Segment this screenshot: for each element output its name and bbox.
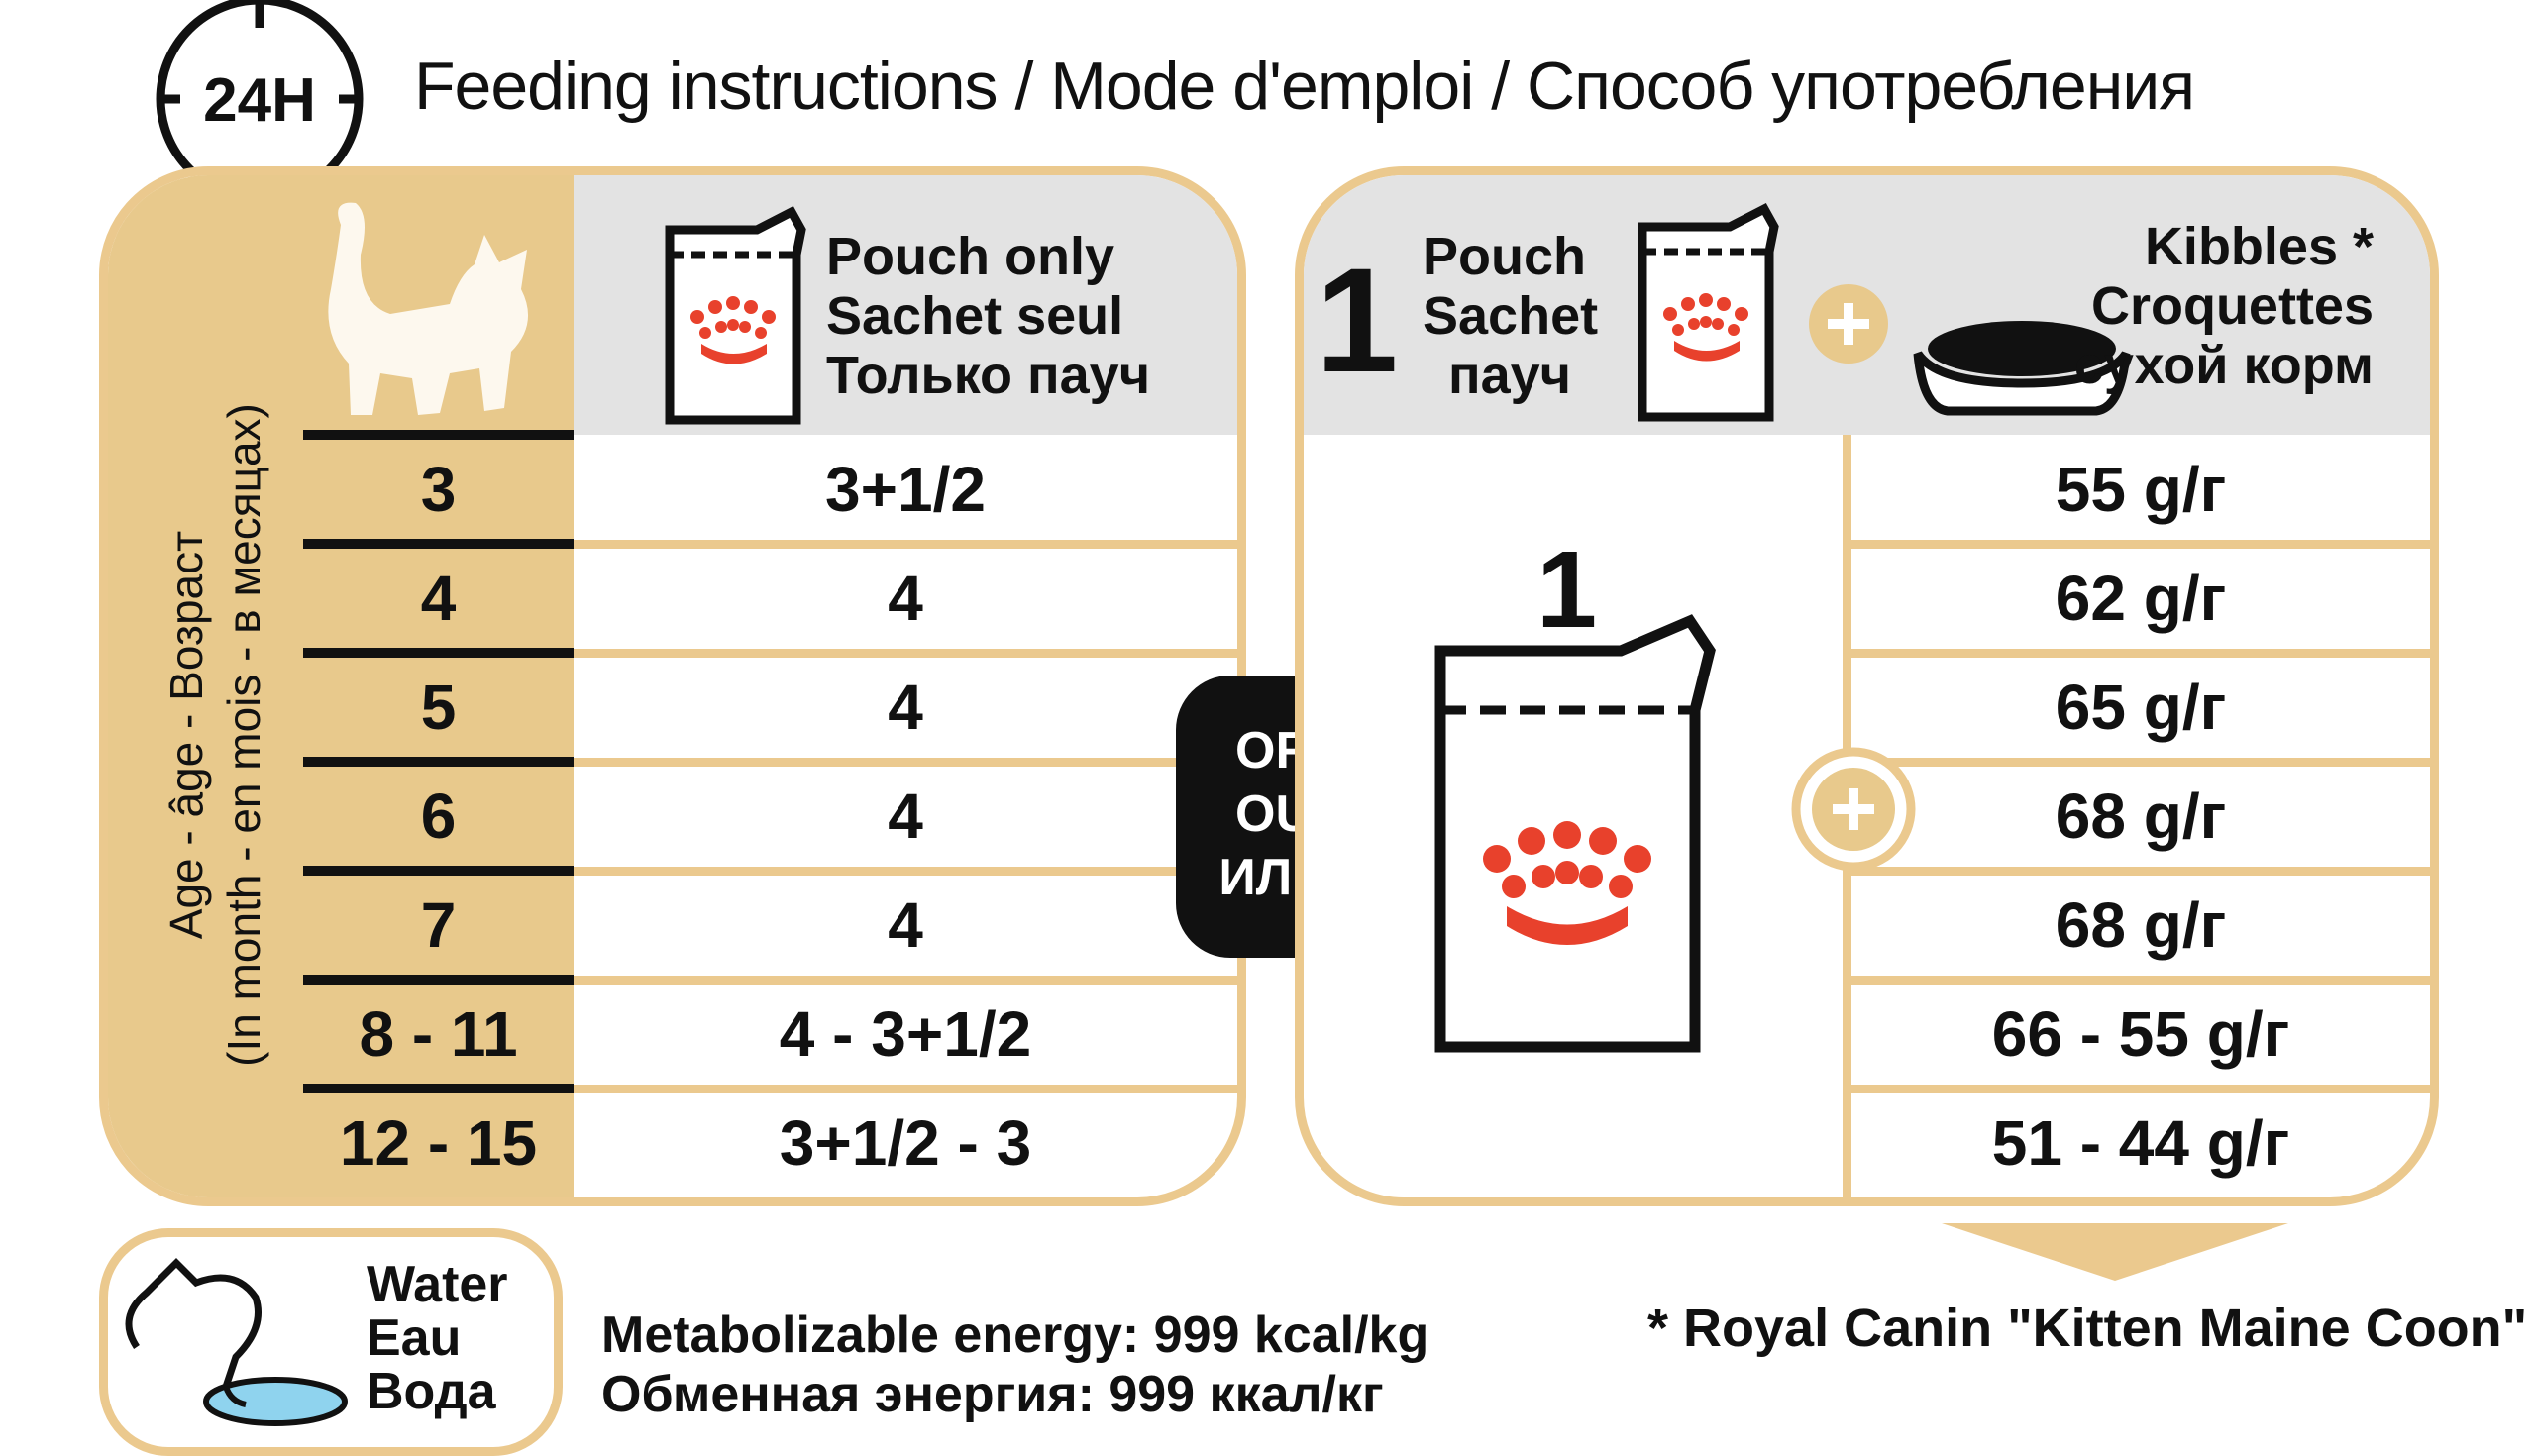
kitten-icon — [328, 202, 529, 415]
pouch-only-fr: Sachet seul — [826, 286, 1124, 346]
plus-icon — [1809, 284, 1888, 364]
pouch-cell: 3+1/2 — [825, 454, 986, 525]
pouch-plus-kibbles-panel: 1 Pouch Sachet пауч Kibbles * Croquettes… — [1295, 166, 2439, 1206]
row-separator — [303, 430, 574, 440]
age-axis-label-line-1: Age - âge - Возраст — [160, 530, 212, 940]
energy-en: Metabolizable energy: 999 kcal/kg — [601, 1306, 1429, 1364]
pouch-label-ru: пауч — [1447, 346, 1571, 405]
row-separator — [303, 1084, 574, 1093]
pouch-label-en: Pouch — [1423, 227, 1587, 286]
pouch-cell: 4 — [888, 889, 923, 961]
pouch-label: Pouch Sachet пауч — [1423, 227, 1599, 405]
kibbles-cell: 65 g/г — [2055, 672, 2227, 743]
energy-info: Metabolizable energy: 999 kcal/kg Обменн… — [601, 1305, 1428, 1424]
water-en: Water — [367, 1256, 508, 1313]
arrow-down-icon — [1942, 1223, 2288, 1281]
row-separator — [303, 866, 574, 876]
age-cell: 7 — [420, 889, 457, 961]
kibbles-cell: 66 - 55 g/г — [1991, 998, 2290, 1070]
crown-icon — [690, 296, 776, 364]
pouch-cell: 4 — [888, 780, 923, 852]
plus-icon — [1791, 747, 1916, 872]
pouch-cell: 4 - 3+1/2 — [779, 998, 1032, 1070]
age-cell: 3 — [420, 454, 457, 525]
row-separator — [574, 976, 1237, 985]
pouch-icon — [1434, 614, 1716, 1053]
clock-icon: 24H — [156, 0, 364, 188]
page-title: Feeding instructions / Mode d'emploi / С… — [414, 49, 2195, 124]
crown-icon — [1483, 821, 1651, 945]
pouch-only-header-text: Pouch only Sachet seul Только пауч — [826, 227, 1150, 405]
water-cat-icon — [125, 1258, 348, 1426]
row-separator — [1851, 976, 2430, 985]
row-separator — [574, 758, 1237, 767]
row-separator — [1851, 649, 2430, 658]
crown-icon — [1663, 293, 1748, 362]
age-cell: 6 — [420, 780, 457, 852]
energy-ru: Обменная энергия: 999 ккал/кг — [601, 1366, 1384, 1423]
bowl-icon — [1913, 321, 2131, 416]
kibbles-label-en: Kibbles * — [2144, 217, 2374, 276]
pouch-only-ru: Только пауч — [826, 346, 1151, 405]
age-cell: 5 — [420, 672, 457, 743]
big-pouch-count: 1 — [1536, 529, 1598, 651]
age-axis-label: Age - âge - Возраст (In month - en mois … — [158, 289, 296, 1181]
water-fr: Eau — [367, 1309, 462, 1367]
water-label: Water Eau Вода — [367, 1258, 508, 1418]
kibbles-footnote: * Royal Canin "Kitten Maine Coon" — [1647, 1299, 2528, 1358]
kibbles-cell: 51 - 44 g/г — [1991, 1107, 2290, 1179]
row-separator — [574, 540, 1237, 549]
row-separator — [1851, 758, 2430, 767]
water-ru: Вода — [367, 1363, 496, 1420]
row-separator — [574, 649, 1237, 658]
row-separator — [303, 648, 574, 658]
kibbles-label: Kibbles * Croquettes сухой корм — [2017, 217, 2374, 395]
pouch-count: 1 — [1316, 237, 1399, 403]
row-separator — [574, 867, 1237, 876]
clock-label: 24H — [203, 66, 316, 135]
kibbles-label-ru: сухой корм — [2073, 336, 2374, 395]
kibbles-cell: 68 g/г — [2055, 889, 2227, 961]
row-separator — [1851, 1085, 2430, 1093]
pouch-only-en: Pouch only — [826, 227, 1115, 286]
age-cell: 8 - 11 — [359, 998, 518, 1070]
pouch-icon — [1638, 203, 1779, 422]
kibbles-cell: 62 g/г — [2055, 563, 2227, 634]
pouch-icon — [665, 206, 806, 425]
row-separator — [303, 757, 574, 767]
row-separator — [303, 539, 574, 549]
row-separator — [574, 1085, 1237, 1093]
pouch-cell: 4 — [888, 563, 923, 634]
row-separator — [1851, 540, 2430, 549]
pouch-cell: 4 — [888, 672, 923, 743]
pouch-cell: 3+1/2 - 3 — [779, 1107, 1032, 1179]
age-cell: 12 - 15 — [339, 1107, 538, 1179]
age-axis-label-line-2: (In month - en mois - в месяцах) — [218, 403, 269, 1067]
kibbles-cell: 55 g/г — [2055, 454, 2227, 525]
pouch-only-panel: Age - âge - Возраст (In month - en mois … — [99, 166, 1246, 1206]
kibbles-cell: 68 g/г — [2055, 780, 2227, 852]
kibbles-label-fr: Croquettes — [2090, 276, 2374, 336]
row-separator — [1851, 867, 2430, 876]
pouch-label-fr: Sachet — [1423, 286, 1599, 346]
row-separator — [303, 975, 574, 985]
age-cell: 4 — [420, 563, 457, 634]
